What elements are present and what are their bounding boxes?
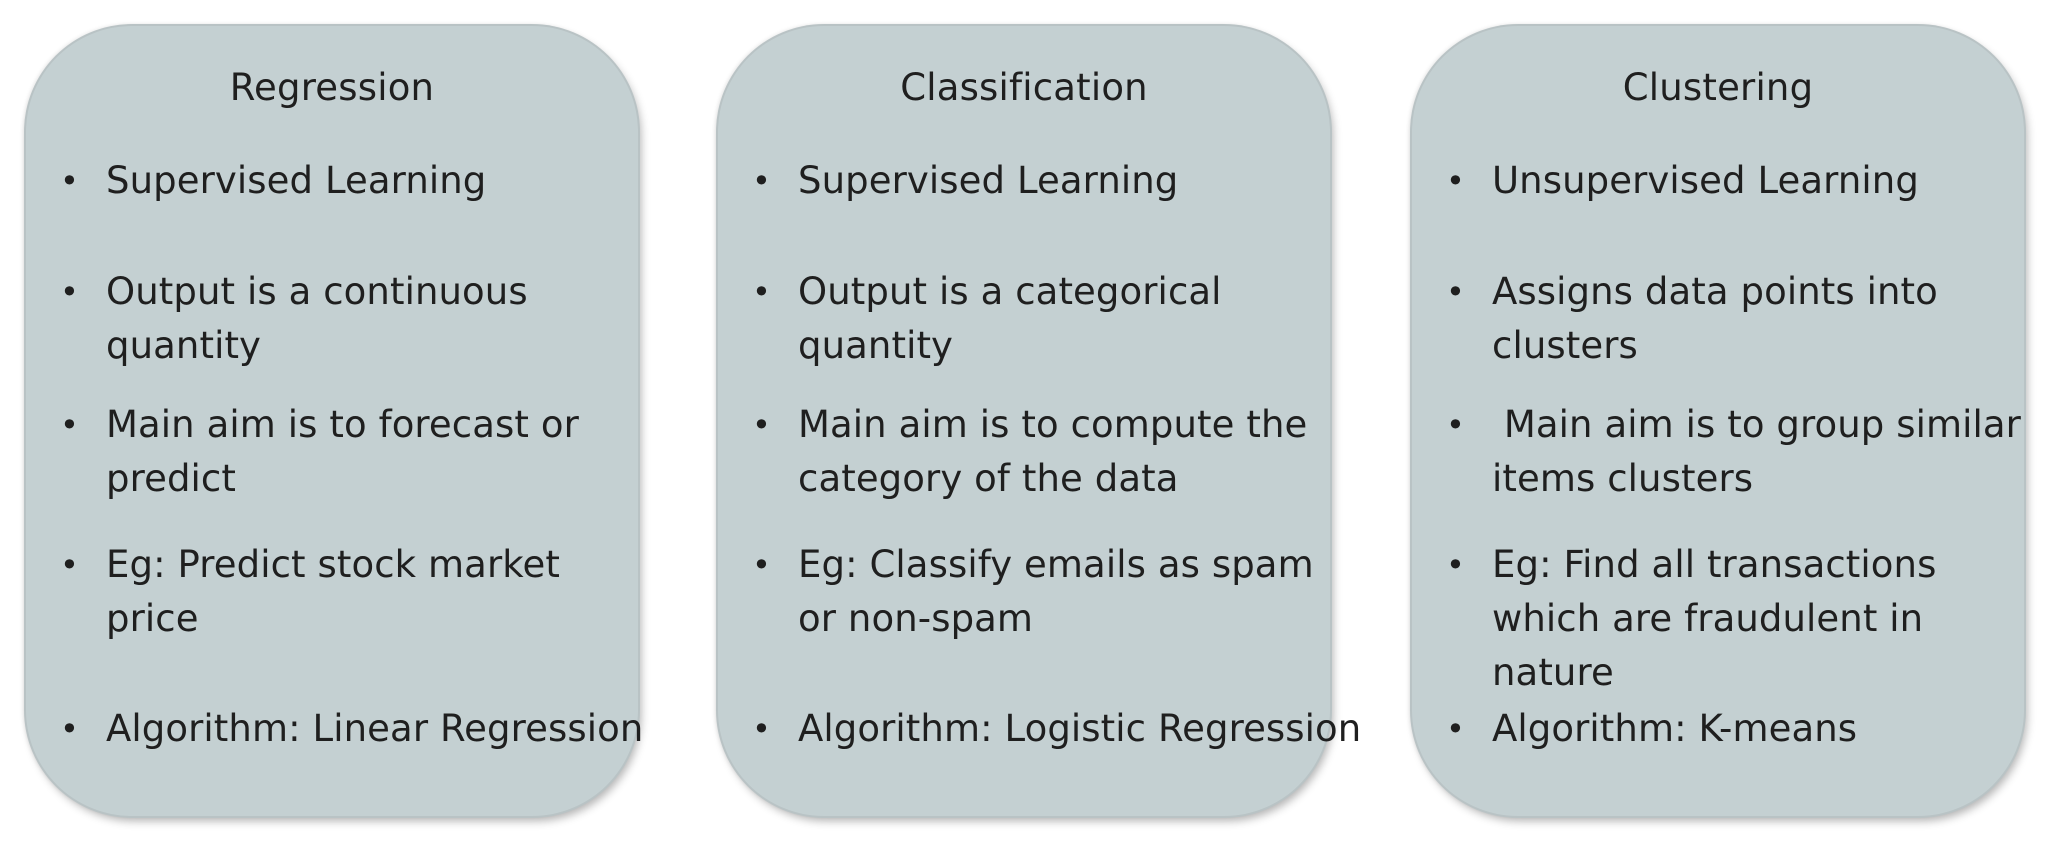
bullet-icon: • bbox=[752, 546, 771, 584]
bullet-icon: • bbox=[60, 546, 79, 584]
bullet-icon: • bbox=[60, 710, 79, 748]
bullet-icon: • bbox=[752, 162, 771, 200]
bullet-text: Algorithm: Linear Regression bbox=[106, 707, 644, 750]
bullet-icon: • bbox=[1446, 406, 1465, 444]
bullet-text: Eg: Classify emails as spam or non-spam bbox=[798, 543, 1314, 640]
bullet-text: Algorithm: Logistic Regression bbox=[798, 707, 1362, 750]
bullet-text: Output is a categorical quantity bbox=[798, 270, 1222, 367]
bullet-icon: • bbox=[752, 710, 771, 748]
bullet-text: Supervised Learning bbox=[798, 159, 1179, 202]
bullet-icon: • bbox=[1446, 710, 1465, 748]
bullet-text: Main aim is to compute the category of t… bbox=[798, 403, 1308, 500]
bullet-text: Algorithm: K-means bbox=[1492, 707, 1858, 750]
bullet-text: Main aim is to group similar items clust… bbox=[1492, 403, 2021, 500]
card-title: Classification bbox=[900, 66, 1148, 109]
bullet-text: Supervised Learning bbox=[106, 159, 487, 202]
bullet-icon: • bbox=[752, 273, 771, 311]
bullet-text: Main aim is to forecast or predict bbox=[106, 403, 579, 500]
card-title: Clustering bbox=[1622, 66, 1814, 109]
card-title: Regression bbox=[229, 66, 435, 109]
bullet-text: Assigns data points into clusters bbox=[1492, 270, 1938, 367]
bullet-icon: • bbox=[1446, 273, 1465, 311]
bullet-text: Unsupervised Learning bbox=[1492, 159, 1919, 202]
bullet-icon: • bbox=[1446, 162, 1465, 200]
clustering-card: Clustering • Unsupervised Learning • Ass… bbox=[1412, 26, 2024, 816]
regression-card: Regression • Supervised Learning • Outpu… bbox=[26, 26, 644, 816]
bullet-text: Output is a continuous quantity bbox=[106, 270, 528, 367]
bullet-icon: • bbox=[60, 406, 79, 444]
classification-card: Classification • Supervised Learning • O… bbox=[718, 26, 1362, 816]
bullet-text: Eg: Find all transactions which are frau… bbox=[1492, 543, 1937, 694]
bullet-icon: • bbox=[60, 162, 79, 200]
bullet-text: Eg: Predict stock market price bbox=[106, 543, 560, 640]
bullet-icon: • bbox=[752, 406, 771, 444]
bullet-icon: • bbox=[1446, 546, 1465, 584]
bullet-icon: • bbox=[60, 273, 79, 311]
